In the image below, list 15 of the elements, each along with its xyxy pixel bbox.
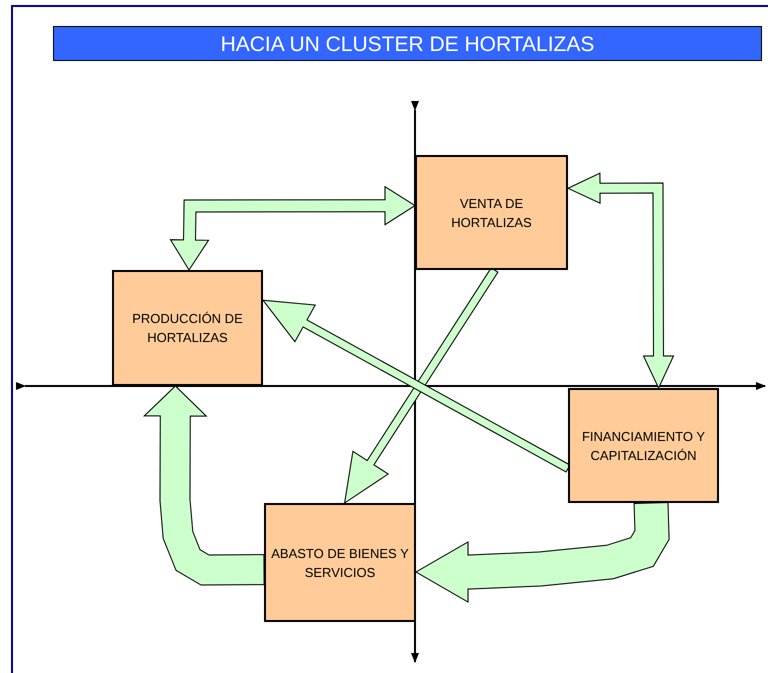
- block-arrow: [344, 267, 499, 504]
- title-banner: HACIA UN CLUSTER DE HORTALIZAS: [53, 26, 762, 61]
- box-label: VENTA DE HORTALIZAS: [450, 194, 533, 232]
- block-arrow: [262, 300, 571, 473]
- box-label: PRODUCCIÓN DE HORTALIZAS: [131, 310, 244, 347]
- box-label: FINANCIAMIENTO Y CAPITALIZACIÓN: [580, 428, 706, 464]
- block-arrow: [415, 502, 670, 603]
- process-box: [264, 503, 416, 622]
- box-label: ABASTO DE BIENES Y SERVICIOS: [270, 544, 410, 582]
- process-box: [112, 270, 263, 386]
- process-box: [568, 388, 719, 503]
- block-arrow: [566, 172, 674, 390]
- block-arrow: [143, 385, 265, 586]
- process-box: [415, 155, 568, 270]
- block-arrow: [170, 186, 416, 271]
